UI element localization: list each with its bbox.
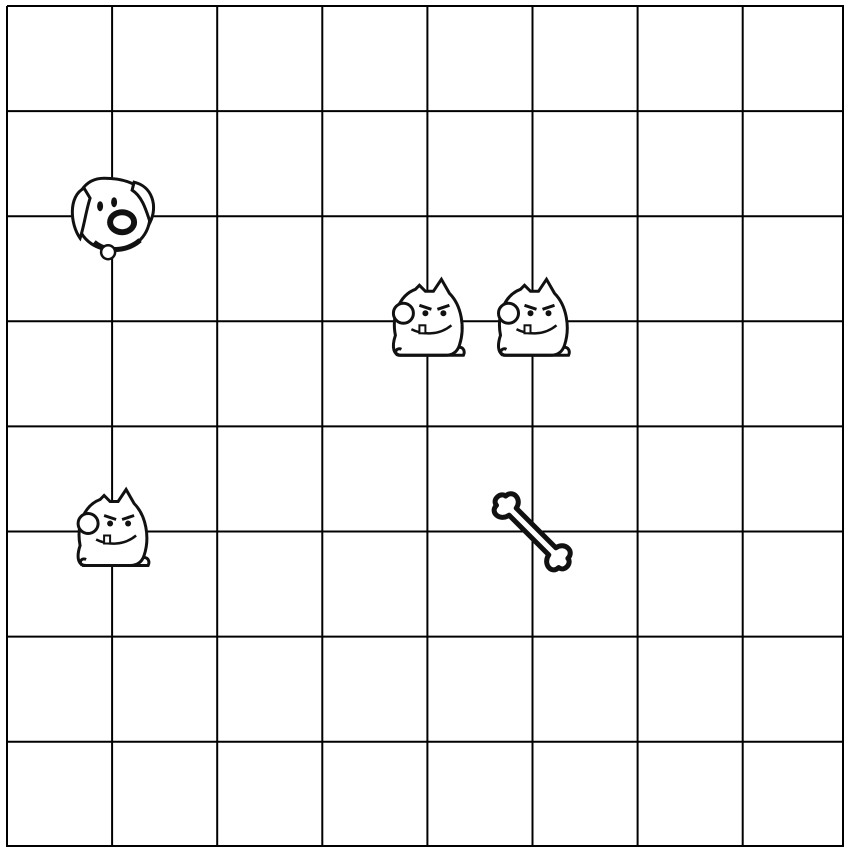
grumpy-bulldog-icon bbox=[499, 279, 570, 355]
happy-dog-icon bbox=[72, 178, 153, 259]
grid-lines bbox=[7, 6, 844, 847]
grumpy-bulldog-icon bbox=[78, 490, 149, 566]
grumpy-bulldog-icon bbox=[393, 279, 464, 355]
board-pieces bbox=[72, 178, 576, 576]
